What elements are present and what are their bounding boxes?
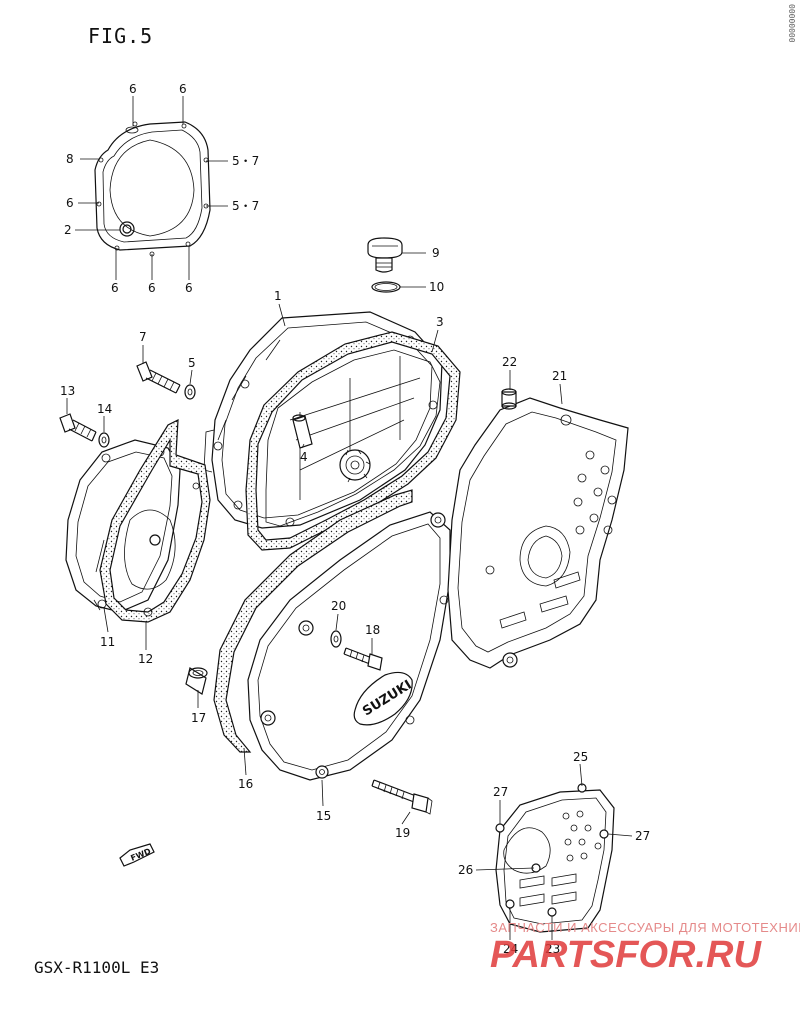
watermark-tagline: ЗАПЧАСТИ И АКСЕССУАРЫ ДЛЯ МОТОТЕХНИКИ — [490, 920, 800, 935]
callout-8: 8 — [66, 152, 74, 166]
callout-labels: 6 6 8 5・7 6 5・7 2 6 6 6 9 10 1 3 7 5 13 … — [60, 82, 650, 956]
callout-13: 13 — [60, 384, 75, 398]
dowel-pin-4 — [292, 414, 313, 449]
callout-14: 14 — [97, 402, 112, 416]
forward-arrow-icon: FWD — [119, 843, 155, 867]
generator-cover-gasket — [213, 489, 413, 753]
callout-12: 12 — [138, 652, 153, 666]
clutch-cover-gasket-small — [94, 121, 211, 257]
callout-15: 15 — [316, 809, 331, 823]
callout-25: 25 — [573, 750, 588, 764]
callout-7: 7 — [139, 330, 147, 344]
callout-20: 20 — [331, 599, 346, 613]
callout-23: 23 — [545, 942, 560, 956]
dowel-pin-17 — [185, 667, 208, 695]
bolt-7 — [136, 361, 181, 394]
callout-5: 5 — [188, 356, 196, 370]
callout-22: 22 — [502, 355, 517, 369]
crankcase — [447, 397, 629, 669]
figure-title: FIG.5 — [88, 24, 154, 48]
callout-21: 21 — [552, 369, 567, 383]
callout-18: 18 — [365, 623, 380, 637]
bolt-18 — [343, 647, 383, 671]
callout-5-7: 5・7 — [232, 199, 259, 213]
callout-6: 6 — [179, 82, 187, 96]
oil-filler-cap — [367, 237, 403, 273]
bolt-19 — [371, 779, 433, 815]
washer-5 — [184, 384, 196, 400]
callout-6: 6 — [148, 281, 156, 295]
generator-cover: SUZUKI — [247, 511, 451, 781]
crankcase-cover-plate — [495, 783, 615, 933]
callout-9: 9 — [432, 246, 440, 260]
callout-6: 6 — [185, 281, 193, 295]
dowel-pin-22 — [501, 388, 517, 410]
callout-3: 3 — [436, 315, 444, 329]
filler-cap-o-ring — [371, 281, 401, 293]
model-label: GSX-R1100L E3 — [34, 958, 160, 977]
callout-2: 2 — [64, 223, 72, 237]
starter-idle-cover — [65, 439, 181, 613]
callout-10: 10 — [429, 280, 444, 294]
starter-idle-cover-gasket — [99, 419, 211, 623]
washer-20 — [330, 630, 342, 648]
callout-6: 6 — [111, 281, 119, 295]
callout-27: 27 — [635, 829, 650, 843]
callout-27: 27 — [493, 785, 508, 799]
callout-6: 6 — [129, 82, 137, 96]
callout-16: 16 — [238, 777, 253, 791]
leader-lines — [66, 96, 633, 940]
watermark-logo: PARTSFOR.RU — [490, 934, 761, 976]
callout-24: 24 — [503, 942, 518, 956]
callout-17: 17 — [191, 711, 206, 725]
callout-11: 11 — [100, 635, 115, 649]
clutch-cover — [203, 311, 443, 529]
callout-26: 26 — [458, 863, 473, 877]
callout-19: 19 — [395, 826, 410, 840]
callout-1: 1 — [274, 289, 282, 303]
clutch-cover-oil-seal — [339, 449, 371, 483]
washer-14 — [98, 432, 110, 448]
callout-6: 6 — [66, 196, 74, 210]
corner-mark: 00000000 — [787, 4, 796, 43]
bolt-13 — [59, 413, 97, 442]
callout-5-7: 5・7 — [232, 154, 259, 168]
callout-4: 4 — [300, 450, 308, 464]
